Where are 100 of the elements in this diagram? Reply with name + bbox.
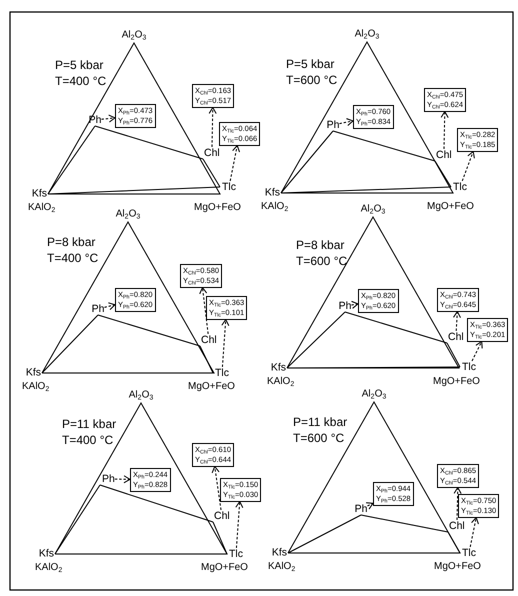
vertex-label: Al$_{2}$O$_{3}$ — [128, 390, 154, 401]
composition-box — [358, 289, 399, 312]
tie-line — [280, 130, 334, 194]
dashed-arrow — [440, 111, 449, 150]
dashed-arrow — [221, 319, 230, 368]
dashed-arrow — [235, 501, 244, 548]
dashed-arrow — [100, 114, 116, 122]
tie-line — [446, 342, 460, 368]
condition-label: T=600 °C — [296, 255, 348, 269]
phase-label: Tlc — [453, 180, 467, 194]
phase-label: Chl — [448, 330, 464, 343]
dashed-arrow — [338, 118, 354, 126]
dashed-arrow — [470, 517, 479, 548]
phase-label: Ph — [338, 300, 352, 312]
condition-label: P=8 kbar — [296, 239, 344, 253]
vertex-label: MgO+FeO — [434, 561, 481, 572]
phase-label: Kfs — [38, 547, 54, 560]
vertex-label: MgO+FeO — [427, 201, 474, 212]
tie-line — [286, 312, 346, 368]
phase-label: Chl — [201, 334, 217, 346]
condition-label: T=400 °C — [62, 434, 114, 448]
condition-label: P=11 kbar — [62, 418, 116, 432]
tie-line — [48, 186, 220, 194]
composition-box — [437, 288, 480, 312]
composition-box — [437, 464, 480, 488]
tie-line — [288, 552, 460, 554]
phase-label: Kfs — [270, 361, 286, 374]
phase-label: Tlc — [462, 360, 476, 374]
dashed-arrow — [114, 475, 130, 484]
tie-line — [448, 532, 460, 554]
vertex-label: KAlO$_{2}$ — [261, 201, 288, 212]
vertex-label: KAlO$_{2}$ — [267, 376, 294, 388]
dashed-arrow — [454, 487, 462, 520]
tie-line — [100, 484, 214, 522]
phase-label: Kfs — [32, 187, 47, 200]
phase-label: Kfs — [26, 366, 41, 378]
composition-box — [219, 122, 260, 146]
tie-line — [286, 366, 460, 368]
condition-label: P=11 kbar — [293, 416, 348, 430]
vertex-label: MgO+FeO — [188, 381, 235, 392]
vertex-label: KAlO$_{2}$ — [28, 202, 56, 214]
tie-line — [42, 372, 214, 374]
tie-line — [332, 130, 436, 162]
vertex-label: KAlO$_{2}$ — [35, 562, 62, 574]
vertex-label: KAlO$_{2}$ — [22, 381, 50, 392]
composition-box — [458, 494, 500, 518]
tie-line — [202, 158, 220, 188]
dashed-arrow — [208, 107, 217, 148]
phase-label: Kfs — [272, 546, 287, 558]
tie-line — [54, 484, 100, 554]
dashed-arrow — [462, 151, 475, 182]
tie-line — [212, 522, 228, 554]
tie-line — [280, 186, 452, 194]
phase-label: Tlc — [215, 366, 229, 380]
tie-line — [98, 314, 200, 346]
phase-label: Ph — [88, 114, 102, 126]
tie-line — [48, 126, 96, 194]
vertex-label: Al$_{2}$O$_{3}$ — [360, 204, 386, 215]
vertex-label: Al$_{2}$O$_{3}$ — [354, 28, 380, 40]
condition-label: T=600 °C — [286, 74, 338, 88]
dashed-arrow — [453, 311, 461, 332]
phase-label: Kfs — [264, 186, 280, 198]
phase-label: Chl — [449, 520, 465, 532]
composition-box — [115, 104, 156, 128]
composition-box — [424, 88, 466, 112]
phase-label: Ph — [354, 502, 368, 515]
dashed-arrow — [199, 287, 209, 334]
tie-line — [94, 126, 204, 160]
vertex-label: Al$_{2}$O$_{3}$ — [362, 388, 386, 400]
phase-label: Chl — [214, 510, 230, 522]
composition-box — [457, 128, 498, 152]
composition-box — [180, 264, 222, 288]
phase-label: Tlc — [462, 546, 476, 560]
composition-box — [353, 105, 394, 128]
dashed-arrow — [230, 145, 240, 182]
phase-label: Tlc — [222, 180, 236, 194]
phase-label: Tlc — [229, 548, 243, 560]
condition-label: P=5 kbar — [55, 59, 104, 73]
composition-box — [192, 84, 234, 108]
vertex-label: Al$_{2}$O$_{3}$ — [122, 30, 146, 41]
composition-box — [220, 478, 262, 502]
condition-label: T=400 °C — [55, 75, 106, 89]
vertex-label: KAlO$_{2}$ — [268, 561, 296, 572]
phase-label: Ph — [92, 302, 104, 315]
vertex-label: MgO+FeO — [194, 202, 241, 214]
tie-line — [288, 514, 362, 554]
vertex-label: MgO+FeO — [201, 562, 248, 574]
phase-label: Chl — [436, 148, 452, 161]
condition-label: T=600 °C — [293, 432, 344, 446]
composition-box — [192, 443, 234, 466]
tie-line — [200, 346, 214, 374]
composition-box — [130, 468, 171, 492]
vertex-label: MgO+FeO — [433, 376, 480, 388]
tie-line — [434, 160, 452, 188]
composition-box — [115, 288, 156, 312]
tie-line — [344, 312, 448, 344]
dashed-arrow — [350, 300, 358, 309]
vertex-label: Al$_{2}$O$_{3}$ — [116, 208, 140, 220]
composition-box — [206, 296, 248, 320]
composition-box — [373, 482, 414, 506]
